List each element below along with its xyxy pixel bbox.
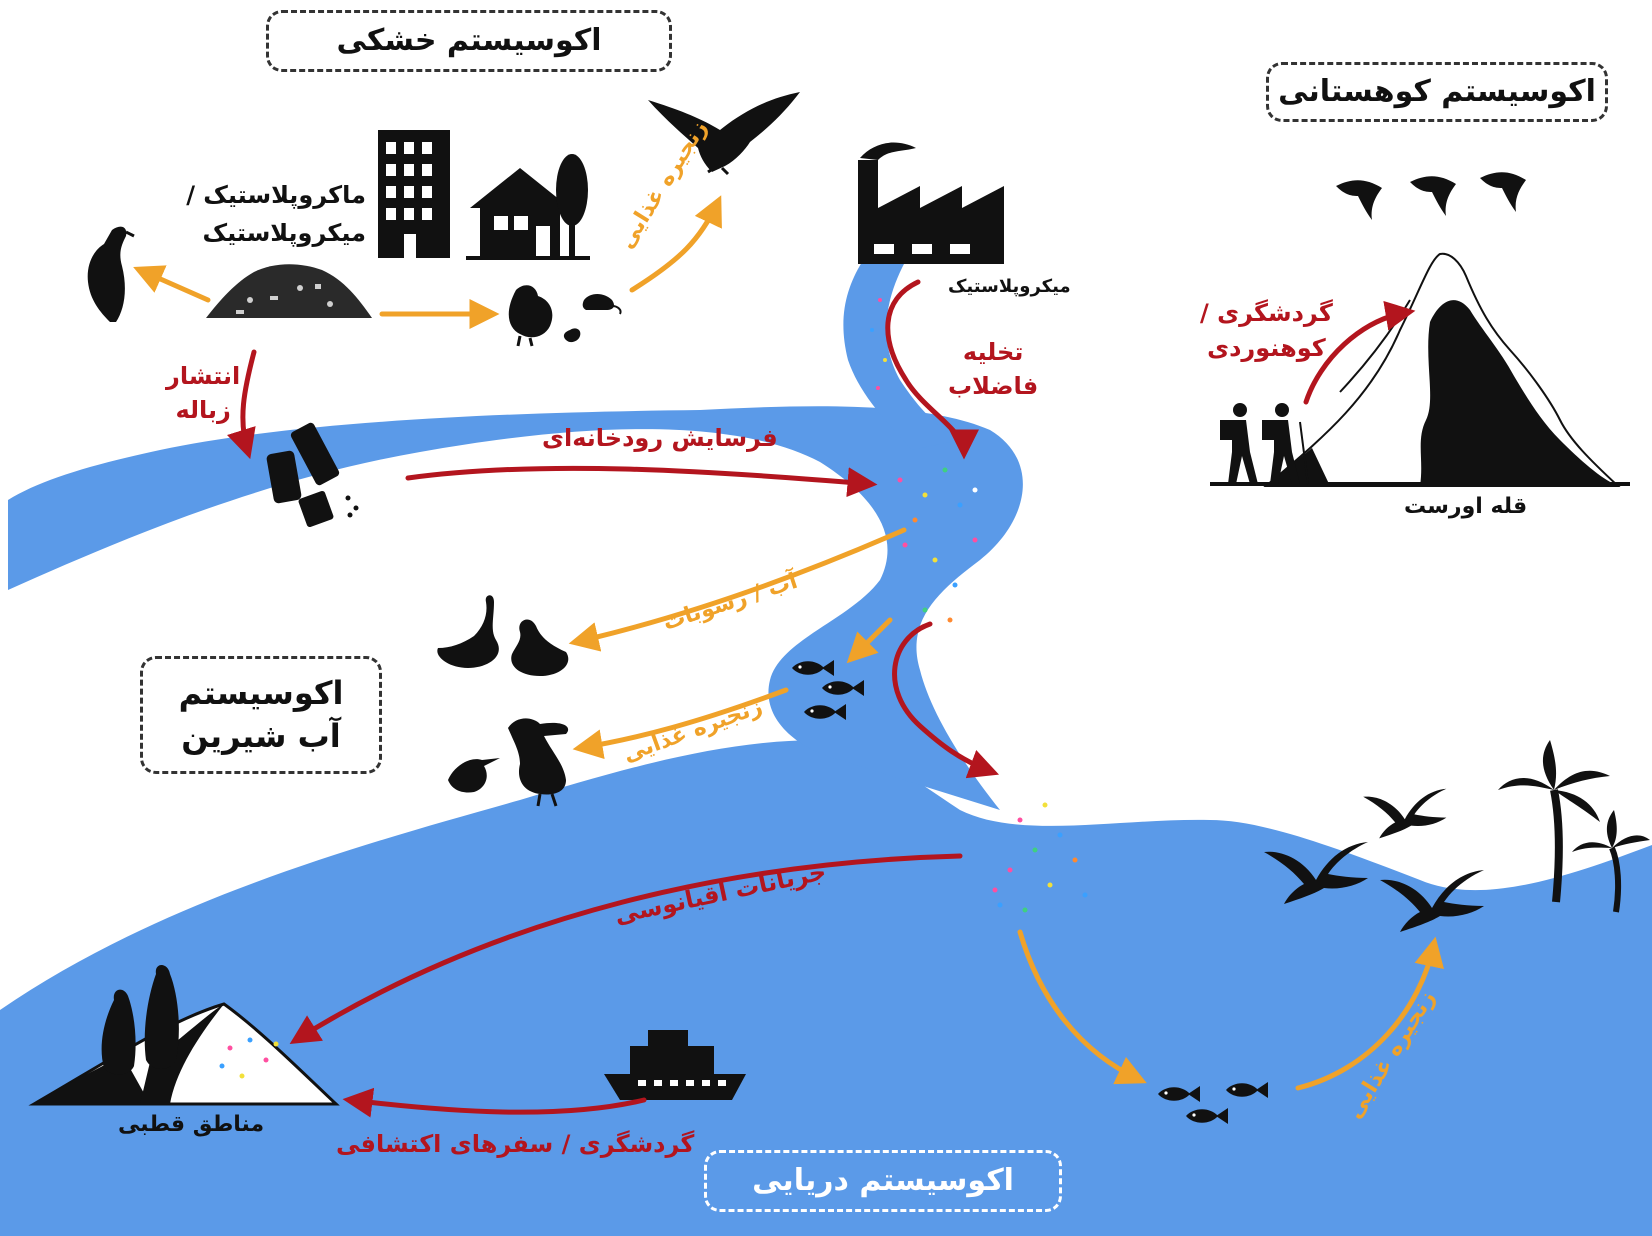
ecosystem-mountain-box: اکوسیستم کوهستانی bbox=[1266, 62, 1608, 122]
ecosystem-freshwater-title-line2: آب شیرین bbox=[181, 715, 341, 758]
waste-release-line1: انتشار bbox=[166, 360, 240, 394]
waste-release-line2: زباله bbox=[166, 394, 240, 428]
macro-micro-line2: میکروپلاستیک bbox=[200, 214, 366, 252]
wastewater-line1: تخلیه bbox=[948, 336, 1038, 370]
goose-icon bbox=[437, 595, 499, 668]
microplastic-label: میکروپلاستیک bbox=[948, 276, 1071, 297]
wastewater-label: تخلیه فاضلاب bbox=[948, 336, 1038, 403]
ecosystem-mountain-title: اکوسیستم کوهستانی bbox=[1278, 72, 1596, 113]
hiker-icon bbox=[1220, 403, 1308, 484]
arrow-river-erosion bbox=[408, 468, 870, 484]
tourism-hiking-label: گردشگری / کوهنوردی bbox=[1200, 296, 1333, 366]
kingfisher-icon bbox=[448, 758, 500, 793]
mouse-icon bbox=[583, 294, 621, 314]
tourism-hiking-line1: گردشگری / bbox=[1200, 296, 1333, 331]
polar-label: مناطق قطبی bbox=[118, 1112, 264, 1137]
ecosystem-terrestrial-title: اکوسیستم خشکی bbox=[337, 21, 602, 62]
everest-label: قله اورست bbox=[1404, 494, 1527, 519]
macro-micro-line1: ماکروپلاستیک / bbox=[200, 176, 366, 214]
vulture-icon bbox=[88, 227, 134, 322]
river-erosion-label: فرسایش رودخانه‌ای bbox=[542, 424, 778, 452]
factory-icon bbox=[858, 143, 1004, 264]
ecosystem-freshwater-title-line1: اکوسیستم bbox=[179, 672, 344, 715]
tourism-expeditions-label: گردشگری / سفرهای اکتشافی bbox=[336, 1130, 694, 1158]
mountain-icon bbox=[1210, 254, 1630, 486]
ecosystem-marine-title: اکوسیستم دریایی bbox=[752, 1161, 1014, 1202]
garbage-pile-icon bbox=[206, 264, 372, 318]
macro-micro-label: ماکروپلاستیک / میکروپلاستیک bbox=[200, 176, 366, 253]
ecosystem-terrestrial-box: اکوسیستم خشکی bbox=[266, 10, 672, 72]
waste-release-label: انتشار زباله bbox=[166, 360, 240, 427]
arrow-to-vulture bbox=[140, 270, 208, 300]
wastewater-line2: فاضلاب bbox=[948, 370, 1038, 404]
ecosystem-freshwater-box: اکوسیستم آب شیرین bbox=[140, 656, 382, 774]
building-icon bbox=[378, 130, 450, 258]
flying-birds-mountain-icon bbox=[1336, 172, 1526, 220]
chicken-icon bbox=[509, 285, 581, 346]
duck-icon bbox=[511, 619, 568, 676]
ecosystem-marine-box: اکوسیستم دریایی bbox=[704, 1150, 1062, 1212]
tree-icon bbox=[556, 154, 588, 258]
tourism-hiking-line2: کوهنوردی bbox=[1200, 331, 1333, 366]
